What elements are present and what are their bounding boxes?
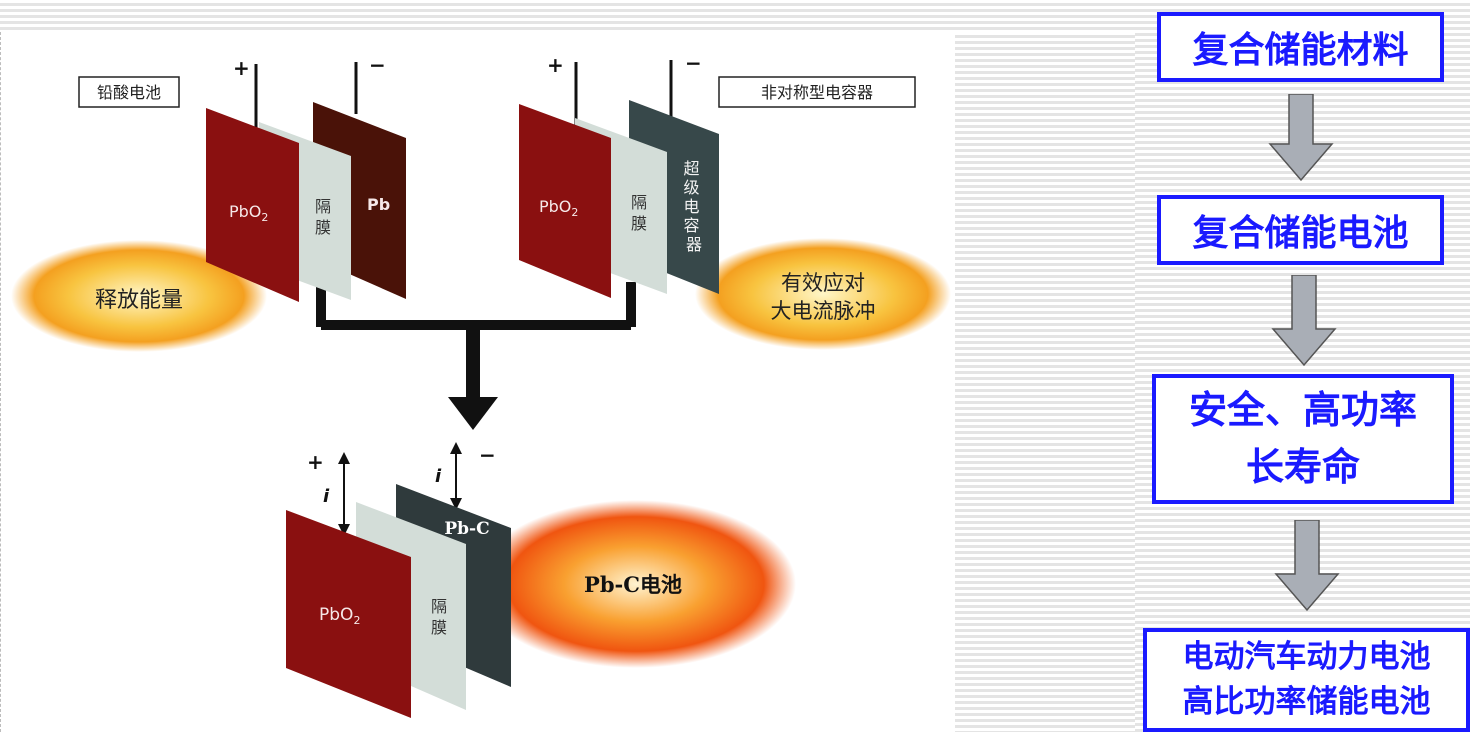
minus-sign: −	[479, 443, 496, 467]
pbc-battery-label: Pb-C电池	[584, 572, 682, 597]
flow-box-safety-power: 安全、高功率 长寿命	[1152, 374, 1454, 504]
flow-box-ev-battery: 电动汽车动力电池 高比功率储能电池	[1143, 628, 1470, 732]
pulse-glow	[695, 238, 951, 350]
flow-box-text: 电动汽车动力电池	[1182, 639, 1431, 676]
flow-box-text: 安全、高功率	[1188, 388, 1417, 432]
plus-sign: +	[307, 450, 324, 474]
down-arrow-icon	[1271, 275, 1337, 367]
separator-label: 隔膜	[315, 197, 331, 237]
flow-box-text: 复合储能电池	[1192, 213, 1409, 254]
flow-box-composite-material: 复合储能材料	[1157, 12, 1444, 82]
lead-acid-battery-label: 铅酸电池	[97, 83, 161, 102]
down-arrow-icon	[1268, 94, 1334, 182]
release-energy-text: 释放能量	[95, 288, 183, 313]
pbo2-plate	[286, 510, 411, 718]
current-symbol: i	[323, 486, 330, 507]
current-symbol: i	[435, 466, 442, 487]
plus-sign: +	[547, 53, 564, 77]
supercapacitor-label: 超 级 电 容 器	[683, 159, 704, 254]
asymmetric-capacitor-label: 非对称型电容器	[761, 83, 873, 102]
pbo2-label: PbO2	[229, 202, 268, 224]
down-arrow-icon	[1274, 520, 1340, 612]
separator-label: 隔膜	[431, 597, 447, 637]
pbc-battery-glow	[476, 500, 796, 668]
plus-sign: +	[233, 56, 250, 80]
pb-label: Pb	[367, 195, 390, 214]
pulse-text-line1: 有效应对	[781, 271, 865, 295]
flow-box-text: 复合储能材料	[1192, 30, 1409, 71]
battery-diagram: 铅酸电池 非对称型电容器 + − PbO2 隔膜 Pb + − PbO2 隔膜 …	[0, 32, 955, 732]
minus-sign: −	[369, 53, 386, 77]
pbo2-plate	[206, 108, 299, 302]
pbo2-label: PbO2	[539, 197, 578, 219]
flow-box-text: 长寿命	[1245, 445, 1360, 489]
release-energy-glow	[11, 240, 267, 352]
separator-label: 隔膜	[631, 193, 647, 233]
striped-background-middle	[955, 32, 1135, 732]
pbo2-label: PbO2	[319, 605, 360, 627]
down-arrow-shaft	[466, 325, 480, 400]
pbo2-plate	[519, 104, 611, 298]
down-arrow-head	[448, 397, 498, 430]
pbc-plate-label: Pb-C	[444, 519, 489, 539]
flow-box-composite-battery: 复合储能电池	[1157, 195, 1444, 265]
flow-box-text: 高比功率储能电池	[1182, 684, 1431, 720]
minus-sign: −	[685, 51, 702, 75]
pulse-text-line2: 大电流脉冲	[771, 299, 876, 323]
